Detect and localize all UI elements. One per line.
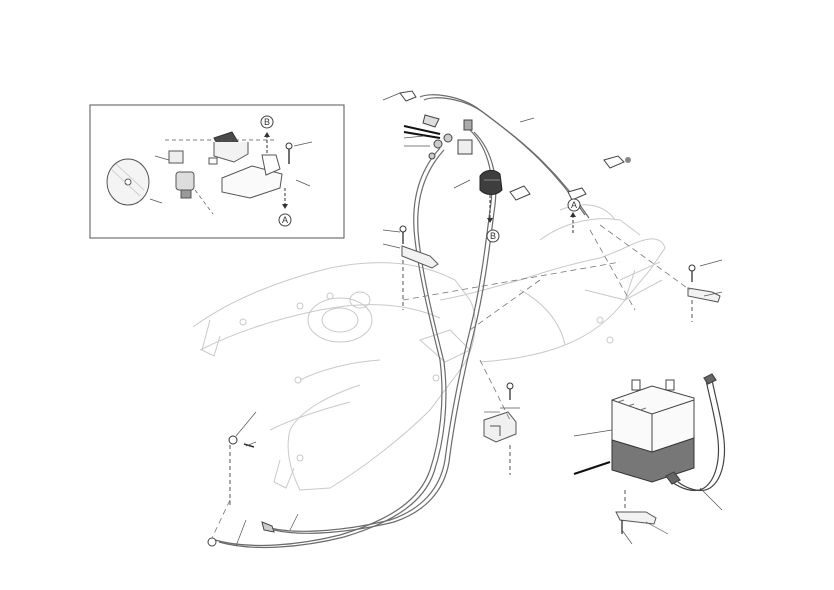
- left-fastener: [228, 435, 255, 505]
- bracket-part: [221, 154, 283, 199]
- connector-part: [168, 150, 195, 199]
- right-bracket-top: [687, 264, 721, 322]
- mid-bracket: [483, 382, 517, 475]
- callout-b-main: B: [486, 229, 500, 243]
- svg-text:A: A: [282, 215, 288, 225]
- alignment-lines: [211, 224, 691, 539]
- inset-leaders: [149, 139, 313, 215]
- detail-inset: B A: [89, 104, 345, 239]
- callout-b-inset: B: [260, 115, 274, 129]
- disc-part: [106, 158, 150, 206]
- battery-cable: [665, 373, 726, 492]
- frame-outline: [192, 204, 666, 491]
- leader-lines: [235, 92, 723, 547]
- relay-part: [208, 131, 249, 165]
- callout-a-main: A: [567, 198, 581, 212]
- callout-a-inset: A: [278, 213, 292, 227]
- cable-clip-left: [399, 225, 439, 310]
- svg-text:B: B: [490, 231, 496, 241]
- harness-connectors: [399, 90, 631, 201]
- svg-text:B: B: [264, 117, 270, 127]
- bottom-bracket: [615, 490, 657, 534]
- wiring-harness: [214, 94, 590, 549]
- battery: [573, 379, 695, 483]
- harness-ends: [207, 521, 275, 547]
- svg-text:A: A: [571, 200, 577, 210]
